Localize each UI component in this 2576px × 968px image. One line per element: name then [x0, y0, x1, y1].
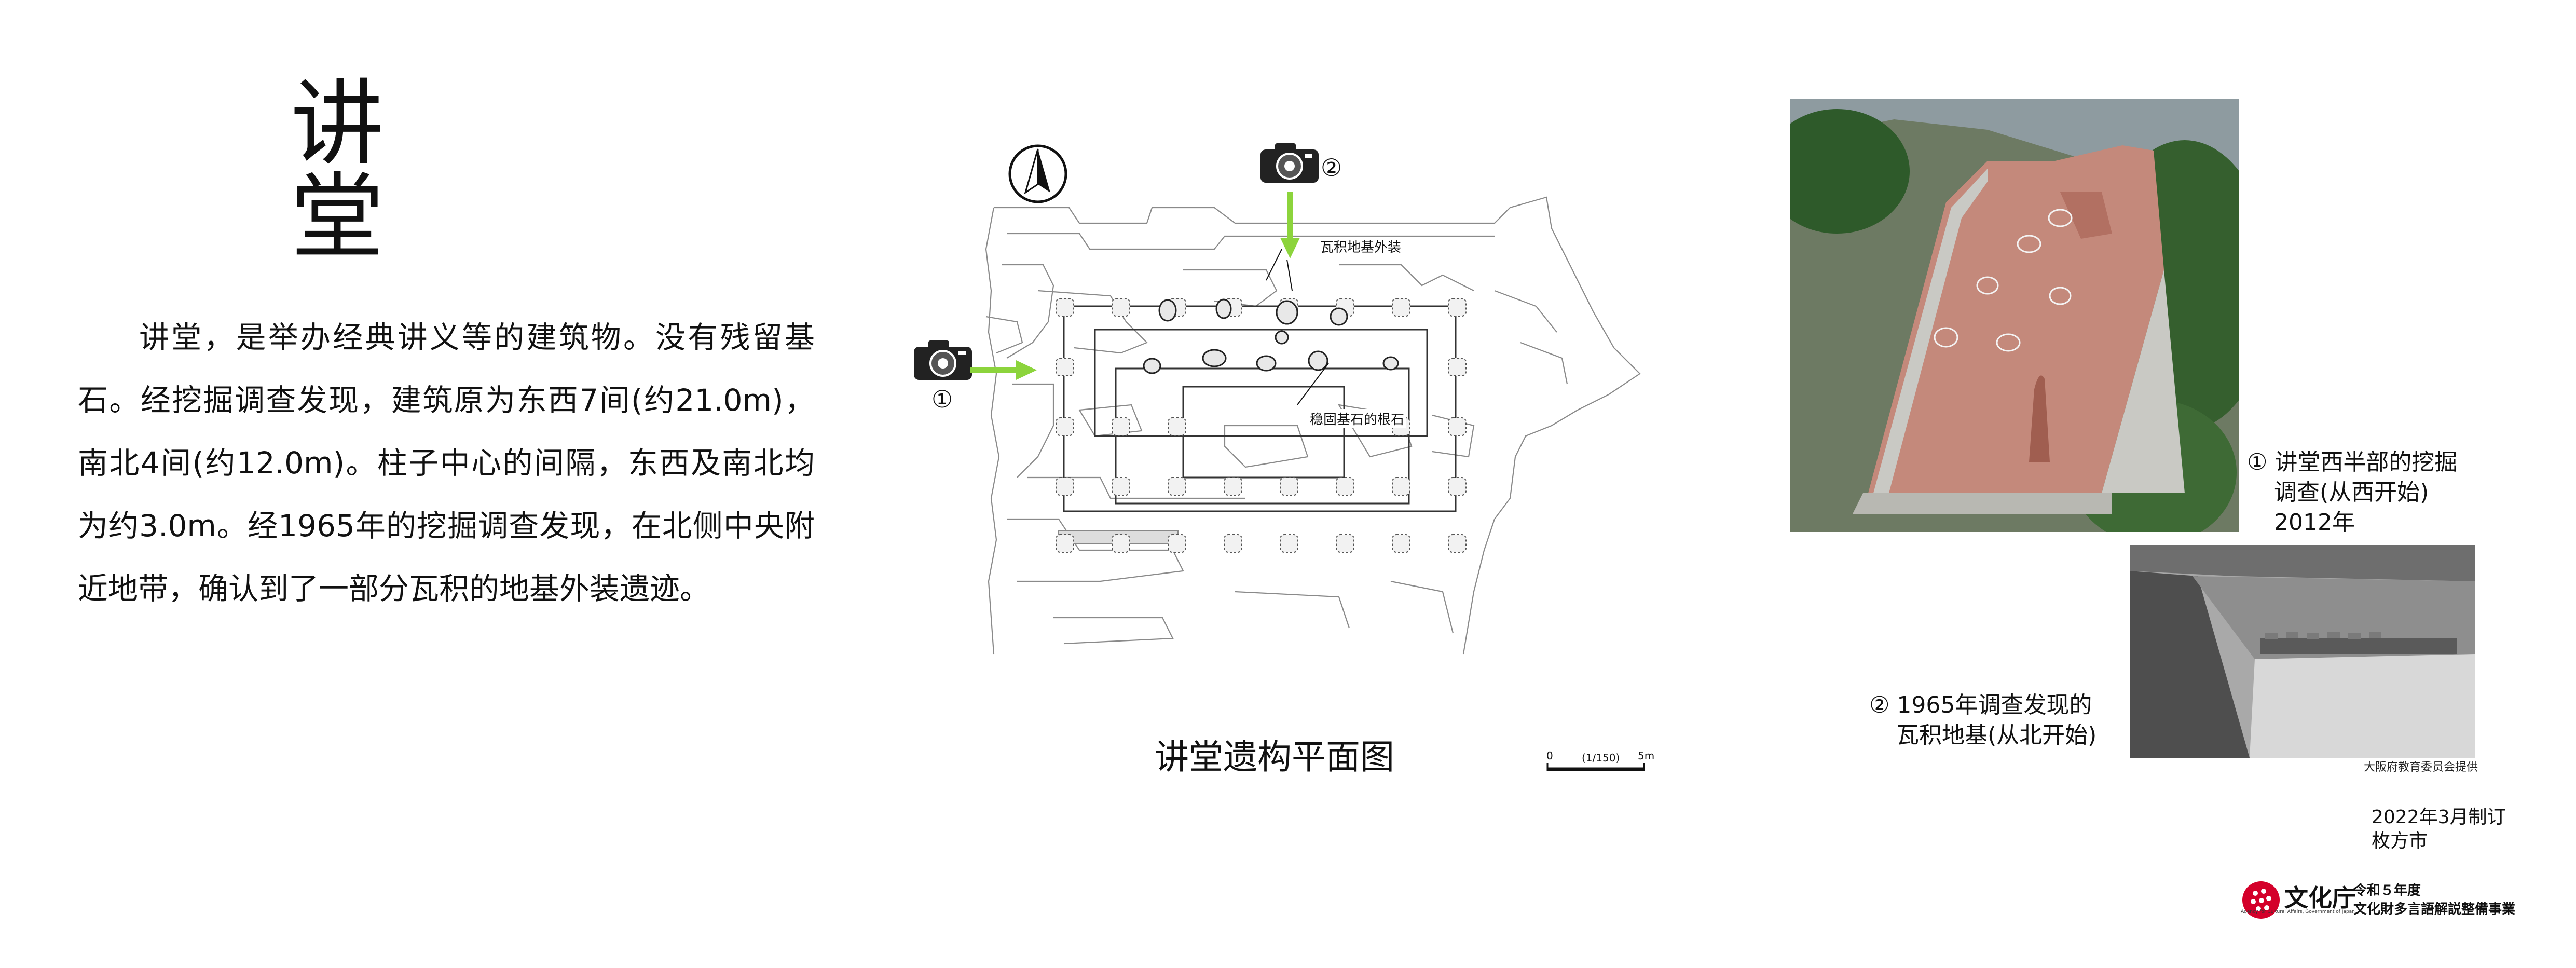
camera-icon — [914, 340, 972, 380]
description-text: 讲堂，是举办经典讲义等的建筑物。没有残留基石。经挖掘调查发现，建筑原为东西7间(… — [78, 320, 815, 606]
view-direction-arrow-icon — [970, 360, 1037, 380]
tile-foundation-label: 瓦积地基外装 — [1318, 237, 1404, 256]
project-year: 令和５年度 — [2353, 883, 2421, 898]
page-title: 讲 堂 — [291, 70, 634, 272]
scale-zero: 0 — [1546, 749, 1553, 762]
photo-2-caption: ② 1965年调查发现的 瓦积地基(从北开始) — [1869, 690, 2129, 751]
project-name: 文化財多言語解説整備事業 — [2353, 902, 2516, 917]
north-arrow-icon — [1008, 144, 1067, 203]
agency-name: 文化庁 — [2284, 884, 2356, 912]
photo-2-caption-line: 瓦积地基(从北开始) — [1896, 722, 2097, 748]
publication-info: 2022年3月制订 枚方市 — [2372, 806, 2506, 853]
root-stone-label: 稳固基石的根石 — [1308, 409, 1407, 428]
excavation-photo-west — [1790, 99, 2239, 532]
camera-1-label: ① — [931, 385, 953, 413]
scale-end: 5m — [1638, 749, 1655, 762]
scale-ratio: (1/150) — [1582, 752, 1620, 764]
agency-logo-icon — [2242, 881, 2280, 919]
photo-1-caption-line: ① 讲堂西半部的挖掘 — [2247, 449, 2458, 475]
publisher-city: 枚方市 — [2372, 830, 2428, 852]
excavation-photo-1965 — [2130, 545, 2475, 758]
camera-icon — [1260, 143, 1319, 183]
view-direction-arrow-icon — [1280, 192, 1300, 258]
publication-date: 2022年3月制订 — [2372, 807, 2506, 828]
agency-subtitle: Agency for Cultural Affairs, Government … — [2241, 909, 2355, 915]
excavation-plan-diagram — [985, 196, 1641, 655]
scale-bar — [1546, 763, 1645, 771]
photo-1-caption: ① 讲堂西半部的挖掘 调查(从西开始) 2012年 — [2247, 447, 2538, 538]
photo-1-caption-line: 调查(从西开始) — [2274, 479, 2429, 506]
project-info: 令和５年度 文化財多言語解説整備事業 — [2353, 881, 2515, 919]
photo-1-caption-line: 2012年 — [2274, 509, 2355, 536]
camera-2-label: ② — [1321, 154, 1342, 182]
photo-2-credit: 大阪府教育委员会提供 — [2364, 761, 2478, 774]
plan-title: 讲堂遗构平面图 — [1155, 737, 1394, 777]
photo-2-caption-line: ② 1965年调查发现的 — [1869, 692, 2092, 718]
